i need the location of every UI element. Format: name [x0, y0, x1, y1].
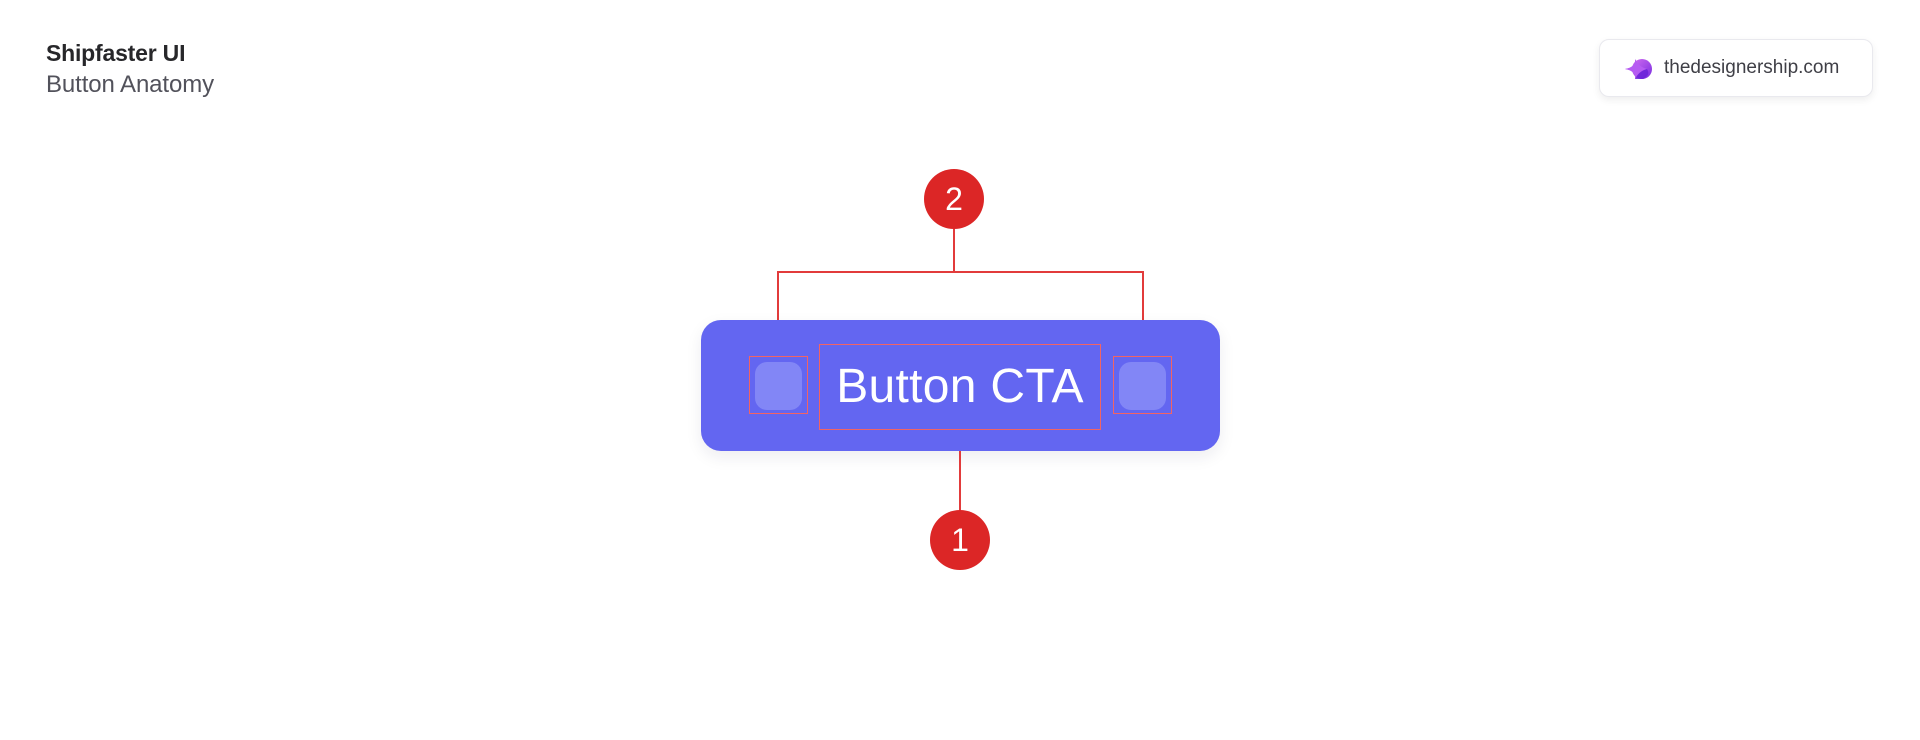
designership-sparkle-logo-icon [1625, 59, 1652, 79]
page-header: Shipfaster UI Button Anatomy [46, 38, 214, 102]
annotation-1-stem [959, 451, 961, 512]
annotation-number: 2 [945, 181, 963, 217]
trailing-icon-slot [1113, 356, 1172, 414]
page-title: Shipfaster UI [46, 40, 186, 66]
cta-button-label: Button CTA [836, 360, 1084, 413]
annotation-number: 1 [951, 522, 969, 558]
annotation-marker-1: 1 [930, 510, 990, 570]
page-subtitle: Button Anatomy [46, 71, 215, 98]
annotation-2-stem [953, 229, 955, 273]
annotation-2-bracket-right-leg [1142, 271, 1144, 321]
annotation-2-bracket-left-leg [777, 271, 779, 321]
designership-badge[interactable]: thedesignership.com [1599, 39, 1873, 97]
designership-url: thedesignership.com [1664, 57, 1840, 78]
annotation-marker-2: 2 [924, 169, 984, 229]
leading-placeholder-square-icon [755, 362, 802, 410]
trailing-placeholder-square-icon [1119, 362, 1166, 410]
annotation-2-bracket [777, 271, 1144, 273]
cta-button[interactable]: Button CTA [701, 320, 1220, 451]
leading-icon-slot [749, 356, 808, 414]
label-slot: Button CTA [819, 344, 1101, 430]
